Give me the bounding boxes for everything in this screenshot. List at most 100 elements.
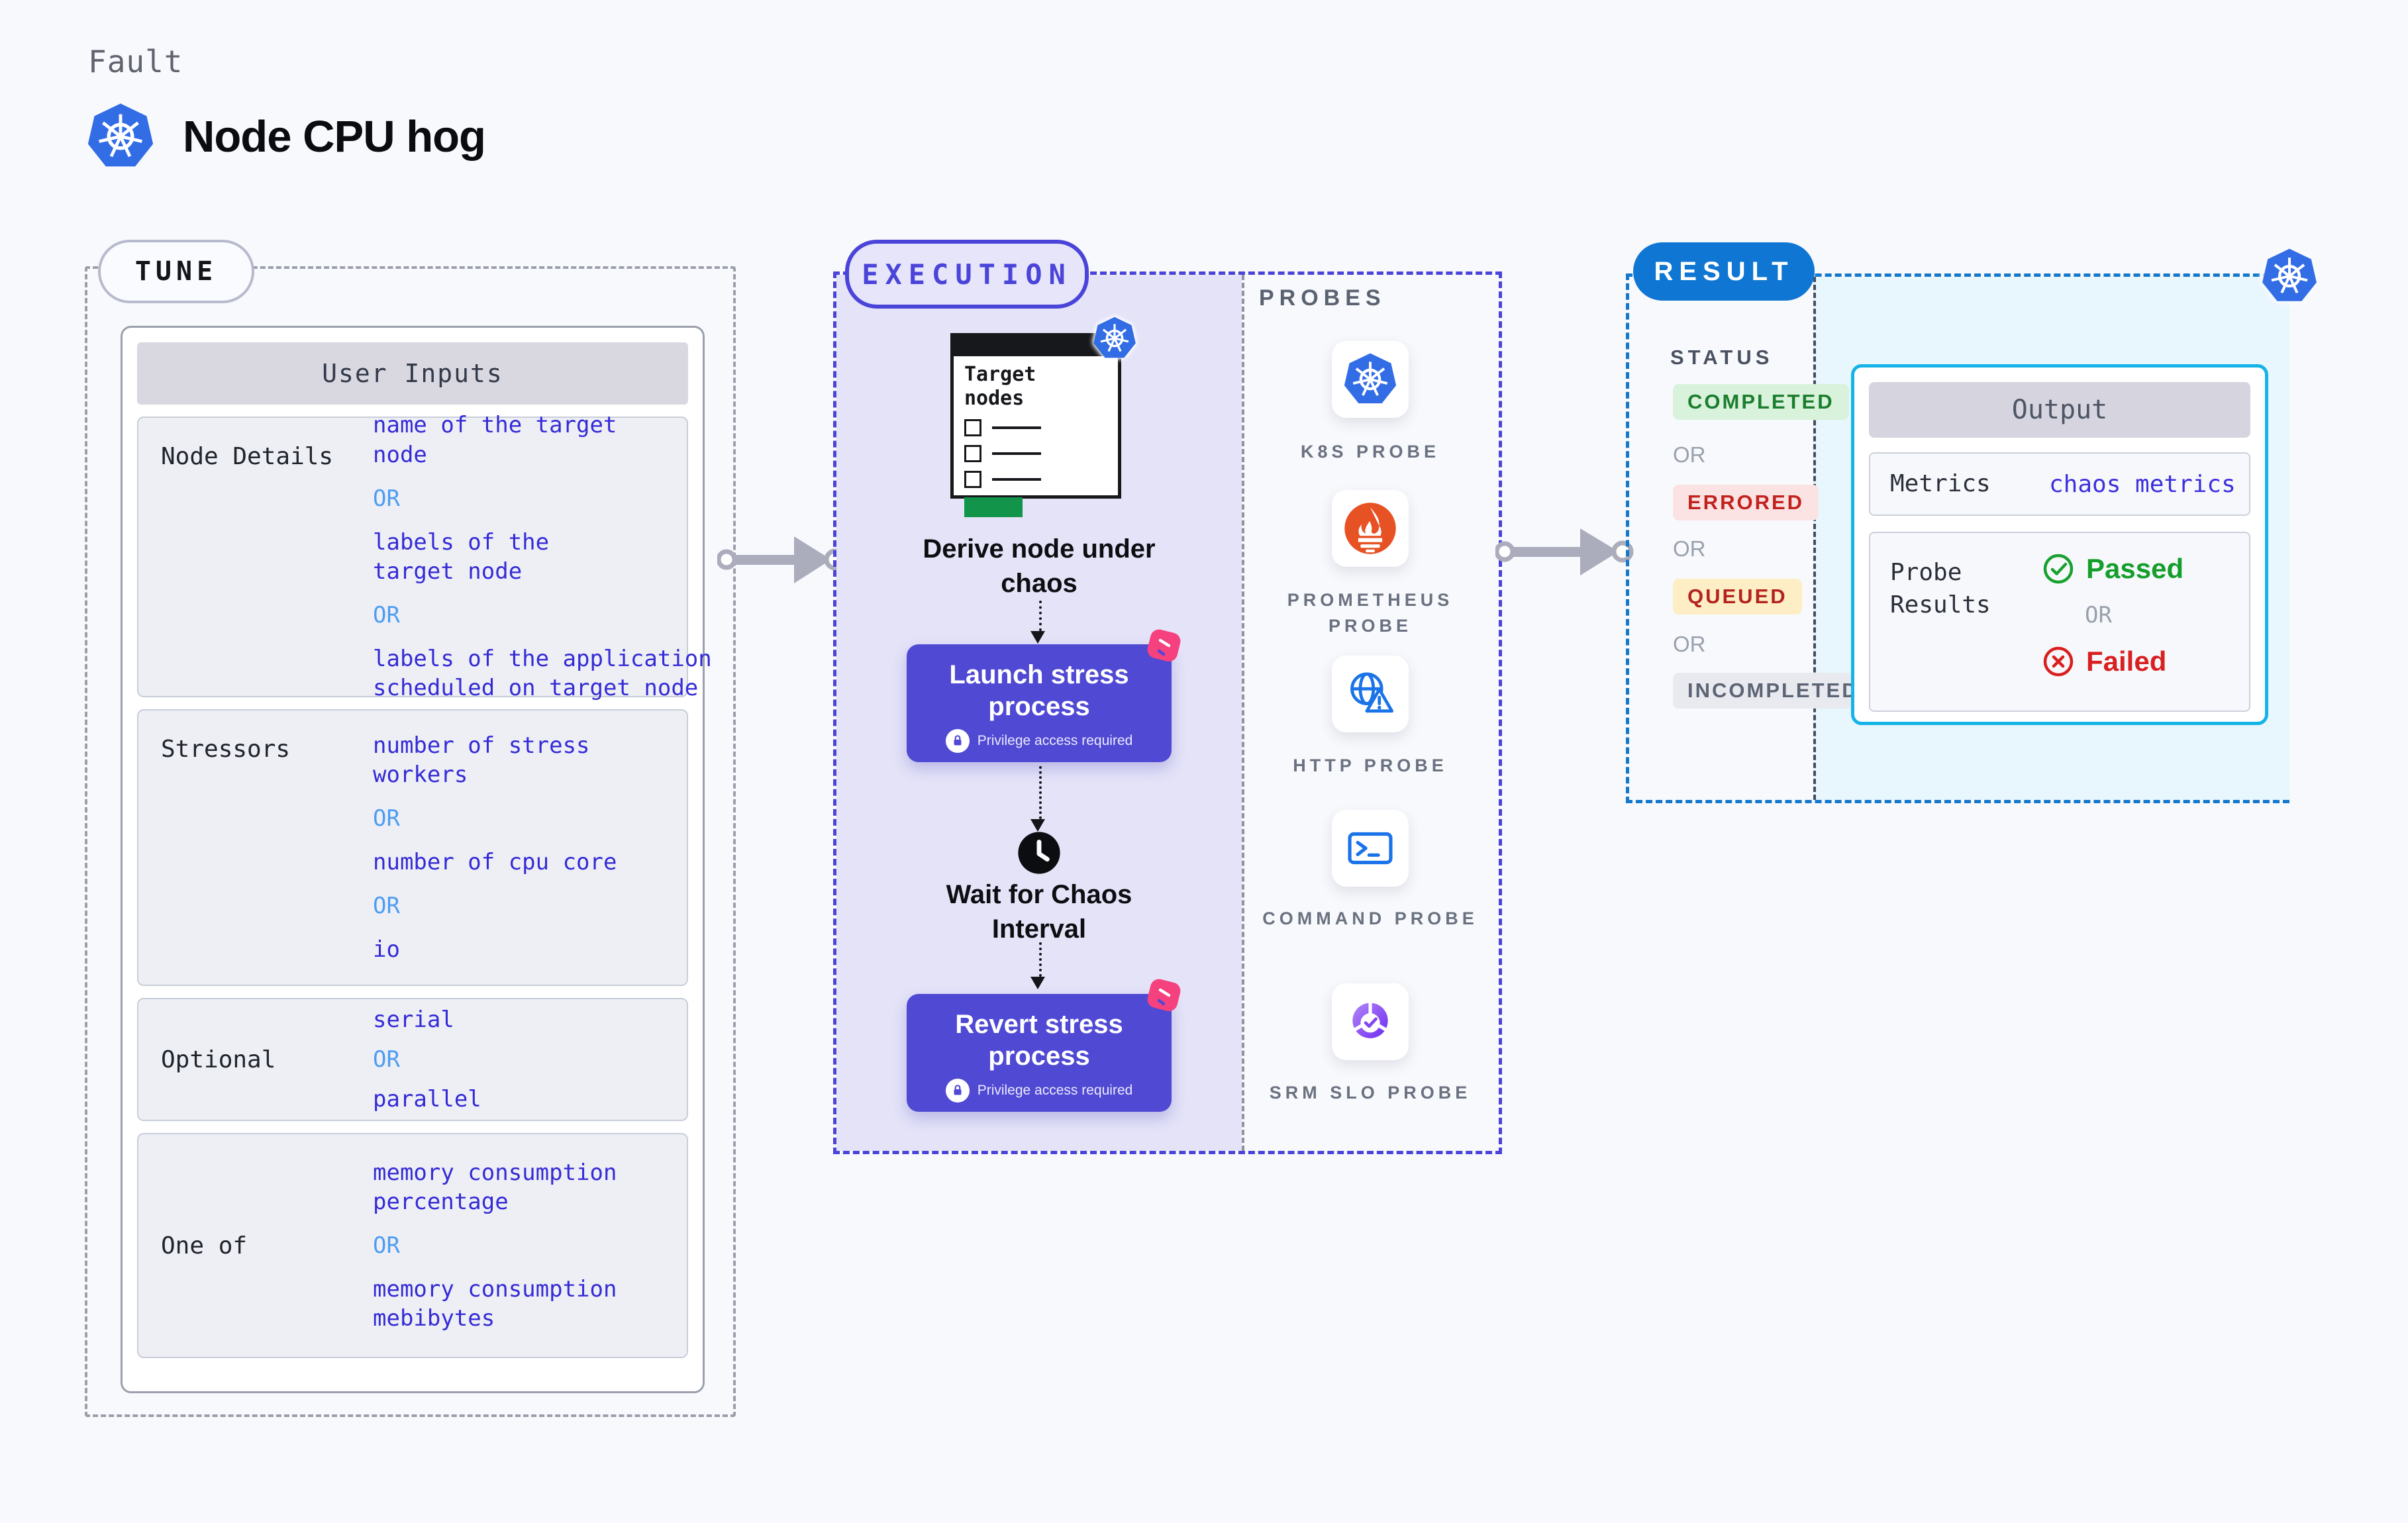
privilege-note: Privilege access required	[977, 1083, 1133, 1098]
checkbox-icon	[964, 471, 981, 488]
or-separator: OR	[373, 893, 400, 920]
metrics-row: Metrics chaos metrics	[1869, 452, 2250, 516]
target-nodes-window: Target nodes	[950, 333, 1121, 517]
probe-card-command	[1332, 810, 1409, 887]
status-badge-queued: QUEUED	[1673, 579, 1802, 614]
result-divider	[1813, 277, 1816, 800]
input-value: name of the target node	[373, 412, 617, 468]
probe-card-http	[1332, 656, 1409, 732]
launch-stress-process-node: Launch stress process Privilege access r…	[907, 644, 1172, 762]
input-value: serial	[373, 1006, 454, 1033]
input-value: memory consumption mebibytes	[373, 1276, 617, 1332]
flow-connector	[1039, 942, 1042, 977]
kubernetes-icon	[1342, 351, 1399, 408]
probes-divider	[1242, 275, 1244, 1151]
probe-results-label: Probe Results	[1890, 559, 1991, 618]
lock-icon	[945, 1079, 970, 1103]
failed-label: Failed	[2086, 646, 2167, 677]
or-separator: OR	[373, 602, 400, 629]
result-badge: RESULT	[1633, 242, 1815, 301]
flow-connector	[1039, 601, 1042, 631]
probe-card-prometheus	[1332, 490, 1409, 567]
probe-card-k8s	[1332, 341, 1409, 418]
node-line	[992, 478, 1041, 481]
kubernetes-icon	[85, 101, 156, 172]
execution-badge: EXECUTION	[845, 240, 1089, 309]
user-inputs-header: User Inputs	[137, 342, 688, 405]
or-separator: OR	[373, 805, 400, 832]
kubernetes-icon	[2260, 246, 2319, 306]
chaos-badge-icon	[1142, 627, 1186, 671]
terminal-icon	[1342, 820, 1399, 877]
input-value: memory consumption percentage	[373, 1159, 617, 1215]
page-title: Node CPU hog	[183, 111, 486, 162]
input-row-label: Optional	[161, 1046, 276, 1073]
fault-kicker: Fault	[88, 44, 183, 79]
arrow-down-icon	[1030, 819, 1045, 832]
flow-connector	[1039, 766, 1042, 819]
input-row-one-of: One of memory consumption percentage OR …	[137, 1133, 688, 1358]
privilege-note: Privilege access required	[977, 733, 1133, 748]
launch-stress-title: Launch stress process	[949, 660, 1129, 721]
user-inputs-card: User Inputs Node Details name of the tar…	[121, 326, 712, 1393]
flow-arrow-tune-to-execution	[717, 528, 846, 591]
node-line	[992, 426, 1041, 429]
probe-label: K8S PROBE	[1300, 442, 1440, 462]
input-row-label: Node Details	[161, 443, 334, 470]
arrow-down-icon	[1030, 977, 1045, 989]
status-label: STATUS	[1670, 346, 1774, 369]
status-badge-completed: COMPLETED	[1673, 384, 1849, 420]
output-header: Output	[1869, 382, 2250, 438]
probe-results-row: Probe Results Passed OR Failed	[1869, 532, 2250, 712]
slo-donut-icon	[1342, 993, 1399, 1050]
window-titlebar	[954, 336, 1118, 356]
probe-label: HTTP PROBE	[1293, 756, 1448, 775]
or-separator: OR	[1673, 442, 1706, 467]
checkbox-icon	[964, 419, 981, 436]
input-value: labels of the application scheduled on t…	[373, 646, 712, 702]
execution-section: Target nodes Derive node under chaos Lau…	[833, 271, 1502, 1154]
revert-stress-title: Revert stress process	[955, 1010, 1123, 1071]
input-row-label: One of	[161, 1232, 248, 1259]
chaos-badge-icon	[1142, 977, 1186, 1020]
input-row-node-details: Node Details name of the target node OR …	[137, 412, 712, 701]
node-list-item	[964, 445, 1107, 462]
or-separator: OR	[2085, 602, 2112, 628]
progress-bar	[964, 497, 1023, 517]
probe-label: SRM SLO PROBE	[1269, 1083, 1472, 1103]
input-row-label: Stressors	[161, 736, 291, 763]
probes-label: PROBES	[1259, 285, 1386, 311]
input-value: labels of the target node	[373, 528, 550, 585]
check-circle-icon	[2042, 553, 2074, 585]
node-list-item	[964, 471, 1107, 488]
kubernetes-icon	[1091, 315, 1138, 362]
input-value: number of cpu core	[373, 849, 617, 875]
http-globe-icon	[1342, 665, 1399, 722]
result-section: STATUS COMPLETED OR ERRORED OR QUEUED OR…	[1626, 273, 2289, 803]
status-badge-errored: ERRORED	[1673, 485, 1819, 520]
derive-node-caption: Derive node under chaos	[923, 534, 1156, 598]
checkbox-icon	[964, 445, 981, 462]
input-value: parallel	[373, 1086, 481, 1112]
passed-label: Passed	[2086, 553, 2184, 584]
or-separator: OR	[373, 485, 400, 512]
probe-label: PROMETHEUS PROBE	[1287, 590, 1454, 636]
flow-arrow-execution-to-result	[1495, 520, 1634, 583]
arrow-down-icon	[1030, 631, 1045, 644]
tune-badge: TUNE	[98, 240, 254, 303]
input-row-stressors: Stressors number of stress workers OR nu…	[137, 709, 688, 986]
tune-section	[85, 266, 736, 1417]
output-card: Output Metrics chaos metrics Probe Resul…	[1851, 364, 2268, 725]
or-separator: OR	[373, 1232, 400, 1259]
revert-stress-process-node: Revert stress process Privilege access r…	[907, 994, 1172, 1112]
clock-icon	[1017, 831, 1061, 875]
status-badge-incompleted: INCOMPLETED	[1673, 673, 1874, 709]
node-list-item	[964, 419, 1107, 436]
metrics-label: Metrics	[1890, 469, 1991, 497]
input-value: number of stress workers	[373, 732, 590, 788]
probe-card-srm-slo	[1332, 983, 1409, 1060]
node-line	[992, 452, 1041, 455]
lock-icon	[945, 729, 970, 753]
metrics-value: chaos metrics	[2049, 470, 2236, 498]
